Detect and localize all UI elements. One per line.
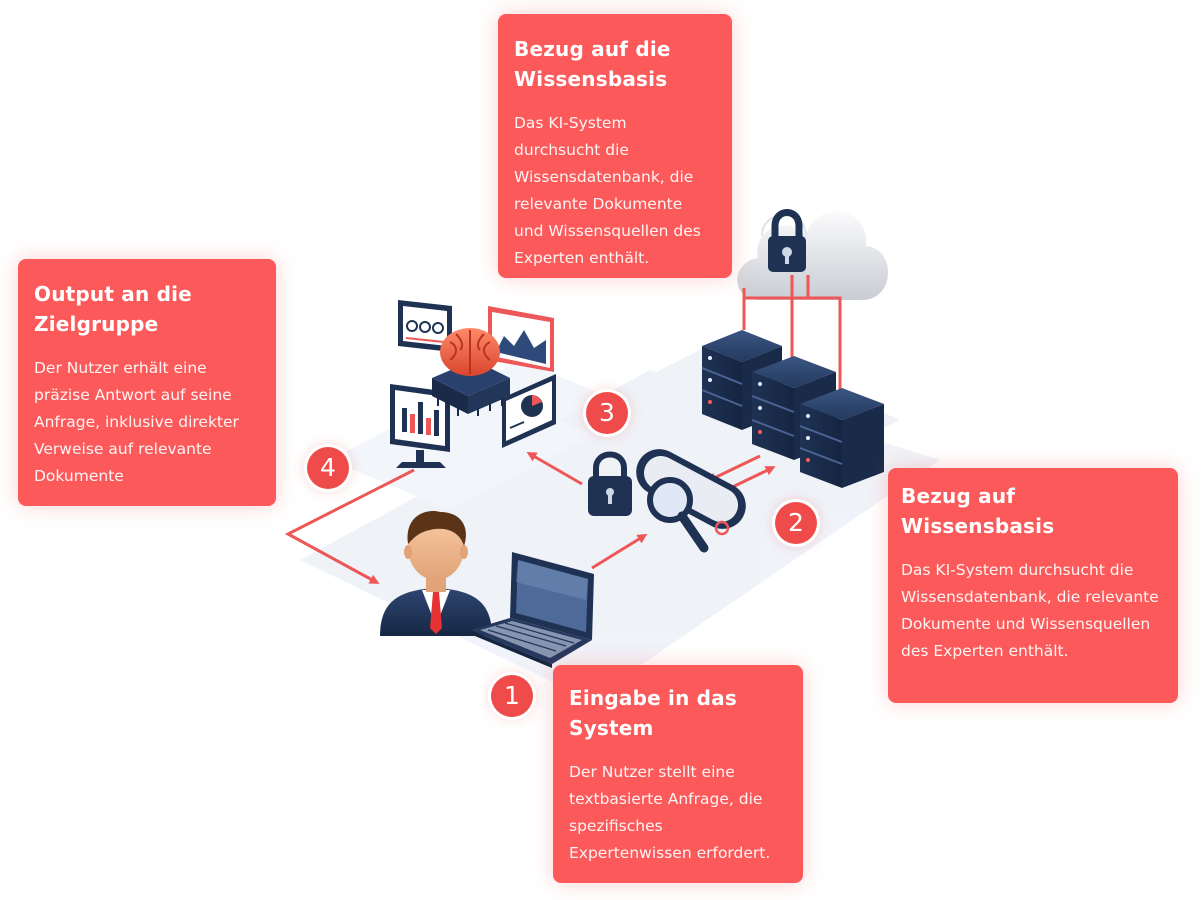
step-badge-1: 1 [491, 675, 533, 717]
businessman-icon [380, 511, 492, 636]
step-badge-4: 4 [307, 447, 349, 489]
arrow-laptop-to-search [591, 533, 648, 570]
card-title: Eingabe in das System [569, 686, 737, 740]
card-knowledge-base-right: Bezug auf Wissensbasis Das KI-System dur… [888, 468, 1178, 703]
card-text: Der Nutzer stellt eine textbasierte Anfr… [569, 763, 771, 862]
step-badge-2: 2 [775, 502, 817, 544]
laptop-icon [470, 552, 594, 668]
card-knowledge-base-top: Bezug auf die Wissensbasis Das KI-System… [498, 14, 732, 278]
card-title: Output an die Zielgruppe [34, 282, 192, 336]
arrow-ai-to-user [284, 468, 415, 584]
card-input: Eingabe in das System Der Nutzer stellt … [553, 665, 803, 883]
ai-brain-chip-icon [432, 328, 510, 416]
card-output: Output an die Zielgruppe Der Nutzer erhä… [18, 259, 276, 506]
card-text: Das KI-System durchsucht die Wissensdate… [901, 561, 1159, 660]
dashboard-monitor-icon [390, 300, 556, 468]
card-title: Bezug auf Wissensbasis [901, 484, 1055, 538]
server-tower-front [799, 388, 884, 488]
cloud-server-connectors [742, 275, 842, 390]
arrow-search-to-ai [526, 452, 583, 486]
step-badge-3: 3 [586, 392, 628, 434]
server-stack-icon [701, 330, 884, 488]
padlock-icon [588, 451, 632, 516]
card-text: Das KI-System durchsucht die Wissensdate… [514, 114, 701, 267]
magnifier-search-icon [636, 449, 746, 553]
card-text: Der Nutzer erhält eine präzise Antwort a… [34, 359, 239, 485]
cloud-lock-icon [737, 209, 889, 300]
card-title: Bezug auf die Wissensbasis [514, 37, 671, 91]
